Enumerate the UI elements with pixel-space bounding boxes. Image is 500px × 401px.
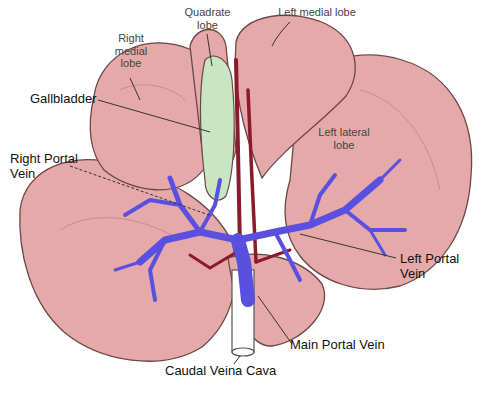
caudal-vena-cava-end [232,348,254,356]
part-label: Left medial lobe [262,6,372,19]
part-label: Right medial lobe [108,32,154,70]
part-label: Left lateral lobe [318,126,370,151]
right-lateral-lobe [20,160,236,361]
right-medial-lobe [90,43,206,190]
part-label: Caudal Veina Cava [165,364,305,379]
part-label: Quadrate lobe [180,6,235,31]
part-label: Main Portal Vein [290,338,430,353]
leader-lines [70,22,396,364]
part-label: Gallbladder [30,92,120,107]
gallbladder [200,56,234,200]
part-label: Right Portal Vein [10,152,92,182]
portal-veins [115,160,405,300]
left-medial-lobe [235,15,355,178]
part-label: Left Portal Vein [400,252,480,282]
